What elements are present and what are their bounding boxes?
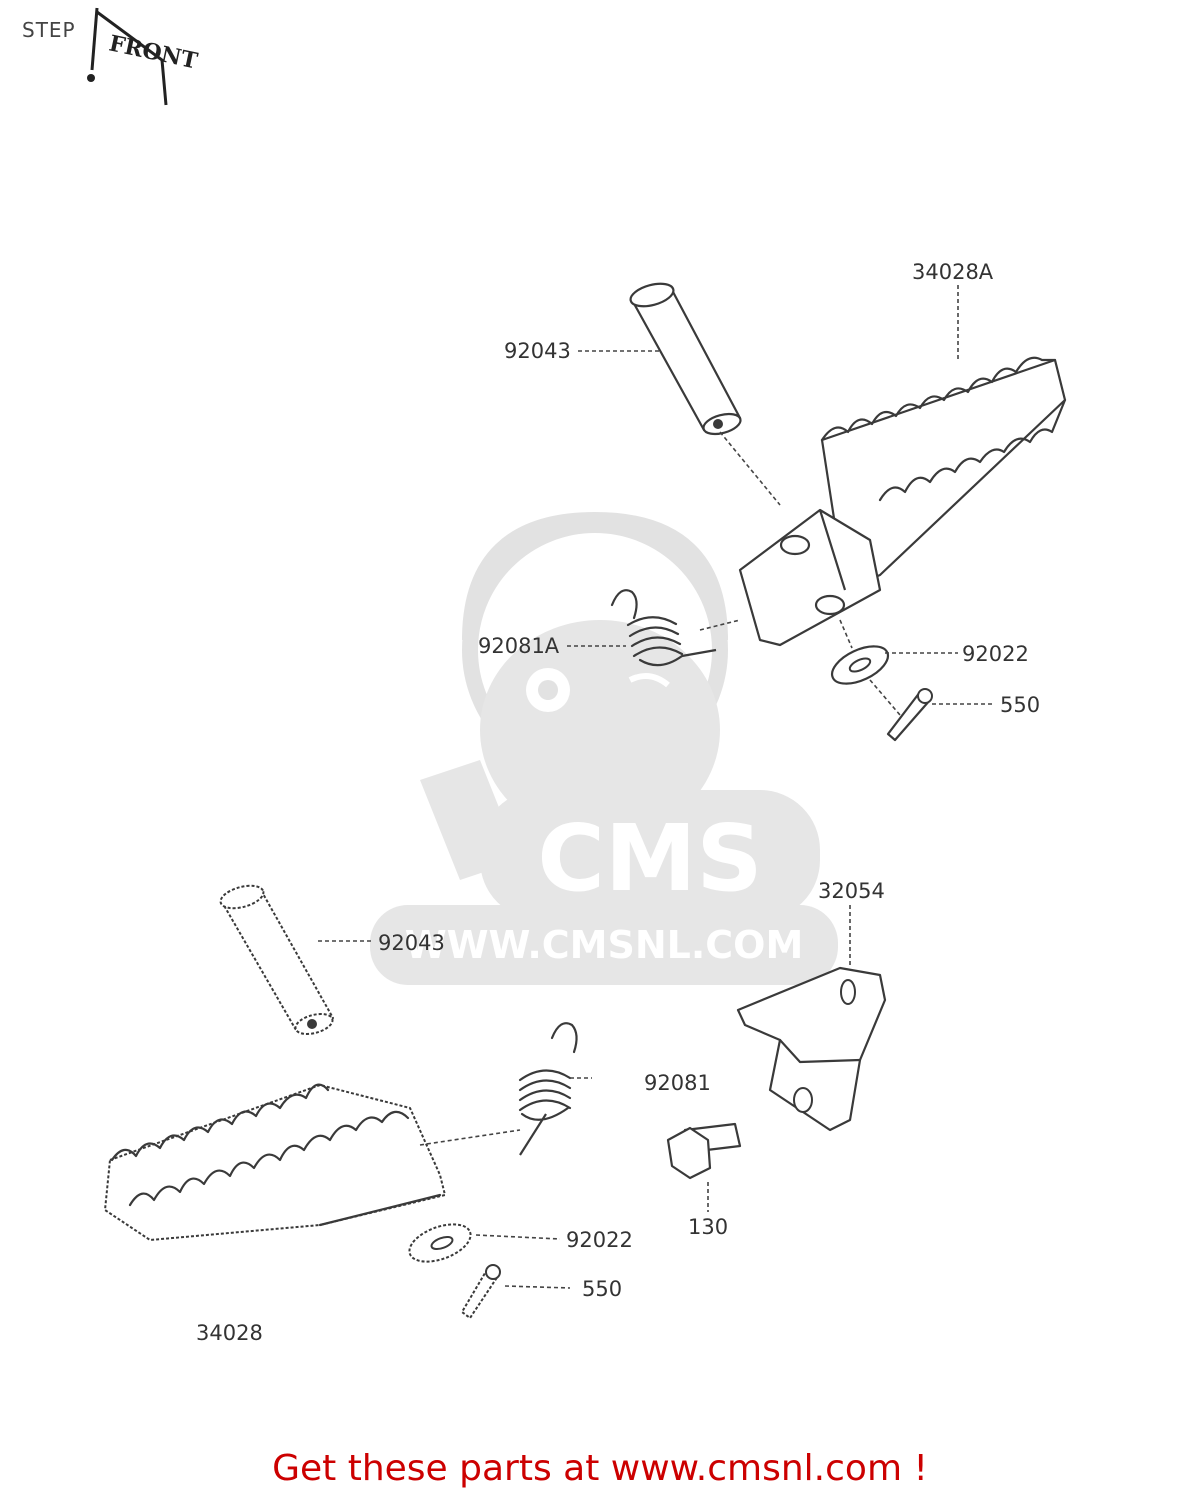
bracket-drawing bbox=[736, 966, 887, 1132]
upper-leader-lines bbox=[567, 285, 995, 716]
cms-watermark: CMS WWW.CMSNL.COM bbox=[370, 511, 838, 985]
lower-leader-lines bbox=[318, 905, 851, 1289]
washer-upper-drawing bbox=[830, 645, 890, 685]
label-92081: 92081 bbox=[644, 1071, 711, 1095]
pin-upper-drawing bbox=[629, 282, 742, 436]
label-550-lower: 550 bbox=[582, 1277, 622, 1301]
footpeg-lower-drawing bbox=[104, 1083, 446, 1241]
label-34028a: 34028A bbox=[912, 260, 994, 284]
pin-lower-drawing bbox=[219, 884, 334, 1035]
watermark-url: WWW.CMSNL.COM bbox=[405, 923, 804, 967]
washer-lower-drawing bbox=[408, 1223, 472, 1263]
page-title: STEP bbox=[22, 18, 76, 42]
label-34028: 34028 bbox=[196, 1321, 263, 1345]
label-92043-upper: 92043 bbox=[504, 339, 571, 363]
footpeg-upper-drawing bbox=[738, 356, 1067, 647]
label-92043-lower: 92043 bbox=[378, 931, 445, 955]
front-marker-label: FRONT bbox=[107, 30, 201, 74]
spring-lower-drawing bbox=[518, 1022, 578, 1156]
bolt-drawing bbox=[666, 1122, 742, 1180]
label-92022-upper: 92022 bbox=[962, 642, 1029, 666]
label-130: 130 bbox=[688, 1215, 728, 1239]
label-32054: 32054 bbox=[818, 879, 885, 903]
front-direction-marker: FRONT bbox=[87, 7, 201, 106]
spring-upper-drawing bbox=[610, 589, 717, 667]
cotter-upper-drawing bbox=[886, 688, 933, 742]
watermark-brand: CMS bbox=[537, 805, 762, 912]
label-92022-lower: 92022 bbox=[566, 1228, 633, 1252]
label-92081a: 92081A bbox=[478, 634, 560, 658]
footer-cta-link[interactable]: Get these parts at www.cmsnl.com ! bbox=[272, 1448, 928, 1489]
label-550-upper: 550 bbox=[1000, 693, 1040, 717]
cotter-lower-drawing bbox=[461, 1264, 501, 1319]
